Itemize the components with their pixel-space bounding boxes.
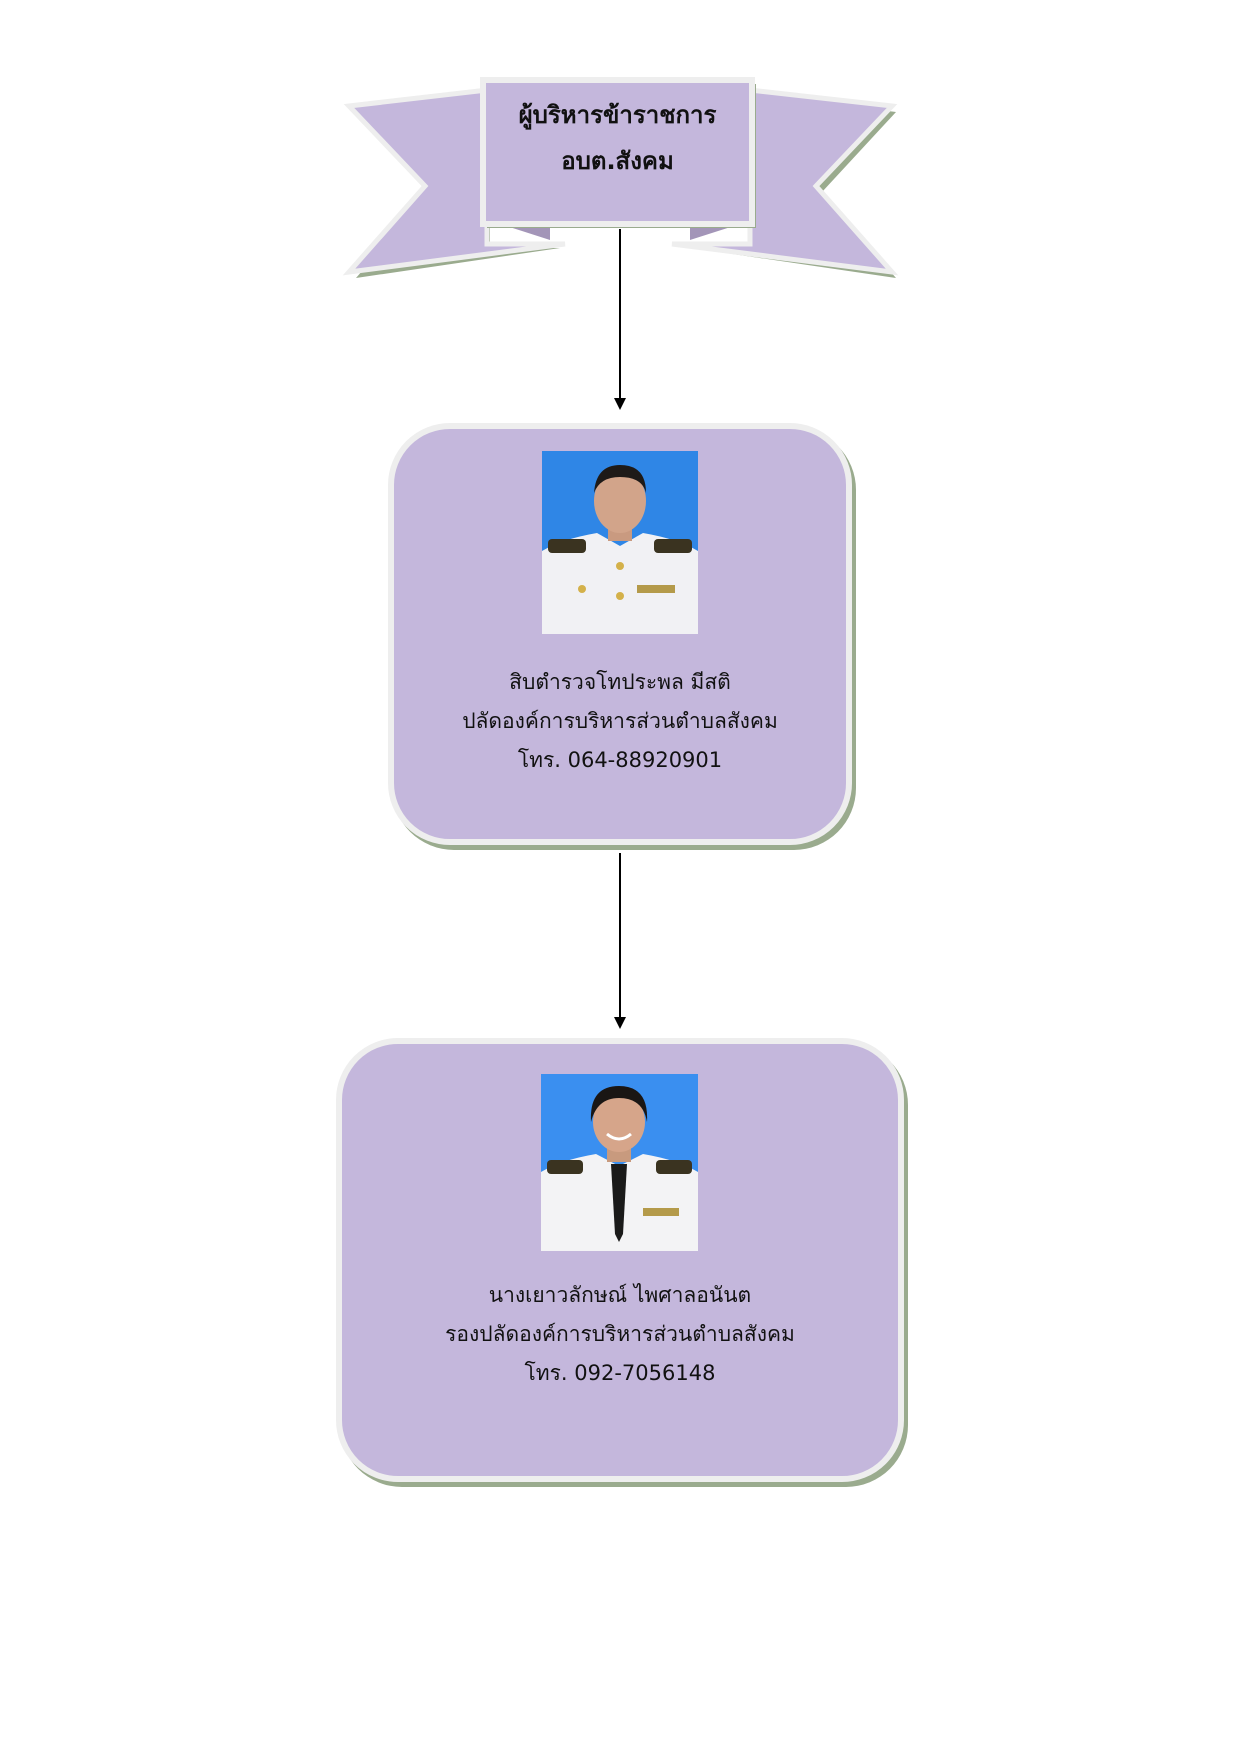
person-phone[interactable]: โทร. 064-88920901: [517, 748, 723, 772]
person-info: สิบตำรวจโทประพล มีสติ ปลัดองค์การบริหารส…: [394, 663, 846, 780]
connector-arrow-1: [614, 229, 626, 410]
connector-arrow-2: [614, 853, 626, 1029]
person-name: นางเยาวลักษณ์ ไพศาลอนันต: [488, 1283, 752, 1307]
banner-line-2: อบต.สังคม: [561, 147, 674, 175]
portrait-image: [542, 465, 698, 634]
title-banner: [342, 77, 899, 278]
portrait-image: [541, 1086, 698, 1251]
person-card-1: สิบตำรวจโทประพล มีสติ ปลัดองค์การบริหารส…: [388, 423, 852, 845]
person-phone[interactable]: โทร. 092-7056148: [524, 1361, 716, 1385]
person-position: ปลัดองค์การบริหารส่วนตำบลสังคม: [462, 709, 778, 733]
person-photo: [542, 451, 698, 634]
person-position: รองปลัดองค์การบริหารส่วนตำบลสังคม: [445, 1322, 795, 1346]
person-name: สิบตำรวจโทประพล มีสติ: [509, 670, 731, 694]
person-card-2: นางเยาวลักษณ์ ไพศาลอนันต รองปลัดองค์การบ…: [336, 1038, 904, 1482]
banner-title: ผู้บริหารข้าราชการ อบต.สังคม: [483, 92, 752, 184]
banner-line-1: ผู้บริหารข้าราชการ: [518, 101, 717, 129]
person-photo: [541, 1074, 698, 1251]
person-info: นางเยาวลักษณ์ ไพศาลอนันต รองปลัดองค์การบ…: [342, 1276, 898, 1393]
